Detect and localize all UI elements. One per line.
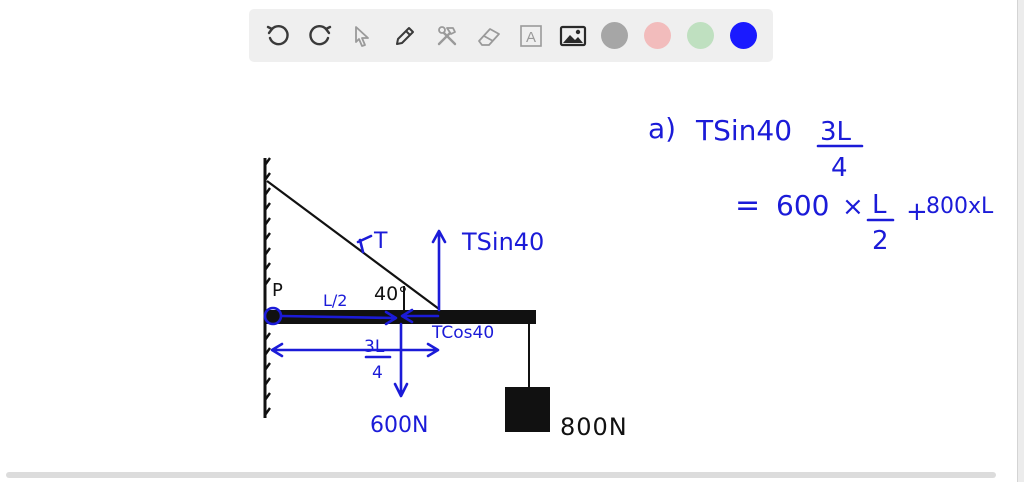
eq-line2-plus: + (906, 197, 928, 227)
label-4: 4 (372, 363, 383, 383)
label-L2: L/2 (323, 291, 347, 310)
drawing-toolbar: A (249, 9, 773, 62)
eraser-tool-button[interactable] (474, 21, 504, 51)
eq-line2-x: × (842, 192, 864, 222)
cable (266, 180, 440, 310)
text-tool-button[interactable]: A (516, 21, 546, 51)
redo-button[interactable] (305, 21, 335, 51)
dimension-3L4 (270, 342, 440, 358)
label-600N: 600N (370, 413, 428, 438)
color-swatch-green[interactable] (686, 22, 714, 49)
label-TCos40: TCos40 (431, 323, 494, 343)
color-swatch-blue[interactable] (729, 22, 757, 49)
beam (266, 310, 536, 324)
text-tool-label: A (526, 29, 536, 46)
select-tool-button[interactable] (347, 21, 377, 51)
label-P: P (272, 280, 283, 301)
eq-line2-a: 600 (776, 189, 829, 222)
arrow-L2 (280, 310, 398, 326)
text-box-icon: A (520, 24, 542, 47)
wall (263, 157, 271, 418)
eq-part-label: a) (648, 112, 676, 145)
pen-icon (395, 26, 414, 45)
arrow-TSin40 (431, 229, 447, 312)
undo-icon (266, 24, 289, 45)
undo-button[interactable] (263, 21, 293, 51)
eq-line1-den: 4 (831, 153, 848, 183)
eraser-icon (478, 27, 500, 46)
image-tool-button[interactable] (558, 21, 588, 51)
color-swatch-gray[interactable] (600, 22, 628, 49)
label-800N: 800N (560, 413, 628, 441)
eq-line2-eq: = (735, 188, 760, 223)
redo-icon (309, 24, 332, 45)
label-TSin40: TSin40 (461, 228, 544, 256)
drawing-canvas[interactable]: 40° P 800N T TSin40 L/2 TCos40 3L 4 600N… (0, 70, 1018, 470)
hammer-wrench-icon (437, 25, 456, 45)
image-icon (560, 25, 587, 46)
window-edge (1017, 0, 1024, 482)
label-angle: 40° (374, 283, 408, 305)
eq-line2-den: 2 (872, 226, 889, 256)
arrow-600N (393, 322, 409, 398)
eq-line1-term: TSin40 (695, 114, 792, 147)
cursor-icon (355, 25, 370, 47)
horizontal-scrollbar[interactable] (6, 472, 996, 478)
eq-line2-num: L (872, 190, 887, 220)
label-T: T (373, 229, 388, 254)
arrow-T (356, 234, 373, 254)
arrow-TCos40 (400, 308, 440, 324)
label-3L: 3L (364, 337, 385, 357)
tools-button[interactable] (432, 21, 462, 51)
eq-line1-num: 3L (820, 117, 852, 147)
eq-line2-b: 800xL (926, 194, 994, 219)
color-swatch-pink[interactable] (643, 22, 671, 49)
pen-tool-button[interactable] (390, 21, 420, 51)
hanging-weight (505, 387, 550, 432)
